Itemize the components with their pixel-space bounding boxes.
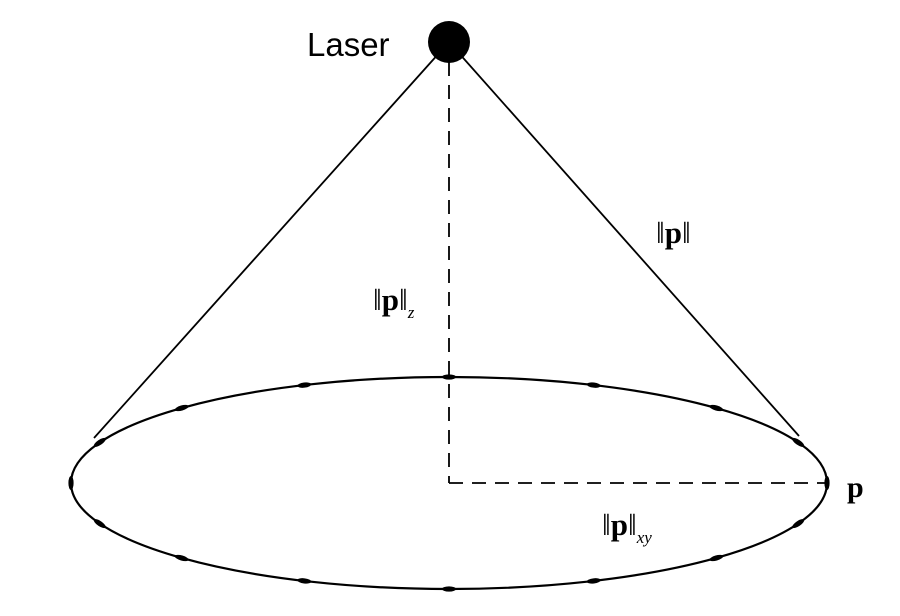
ring-marker (792, 519, 805, 529)
ring-marker (174, 554, 189, 562)
z-component-label: ‖p‖z (373, 282, 415, 322)
ring-marker (174, 404, 189, 412)
ring-marker (297, 578, 312, 584)
xy-component-label: ‖p‖xy (602, 507, 652, 547)
ring-marker (586, 382, 601, 388)
ring-marker (586, 578, 601, 584)
cone-edge-right (448, 41, 800, 437)
cone-edge-left (93, 41, 450, 439)
ring-marker (68, 476, 74, 490)
ring-marker (792, 437, 805, 447)
ring-marker (442, 374, 456, 380)
ring-marker (297, 382, 312, 388)
ring-marker (709, 404, 724, 412)
point-label: p (847, 471, 864, 504)
ring-marker (93, 437, 106, 447)
vector-magnitude-label: ‖p‖ (656, 215, 691, 250)
ring-marker (93, 519, 106, 529)
ring-markers (68, 374, 830, 592)
ring-marker (709, 554, 724, 562)
ring-marker (442, 586, 456, 592)
ring-marker (824, 476, 830, 490)
laser-source-dot (428, 21, 470, 63)
laser-label: Laser (307, 26, 390, 63)
